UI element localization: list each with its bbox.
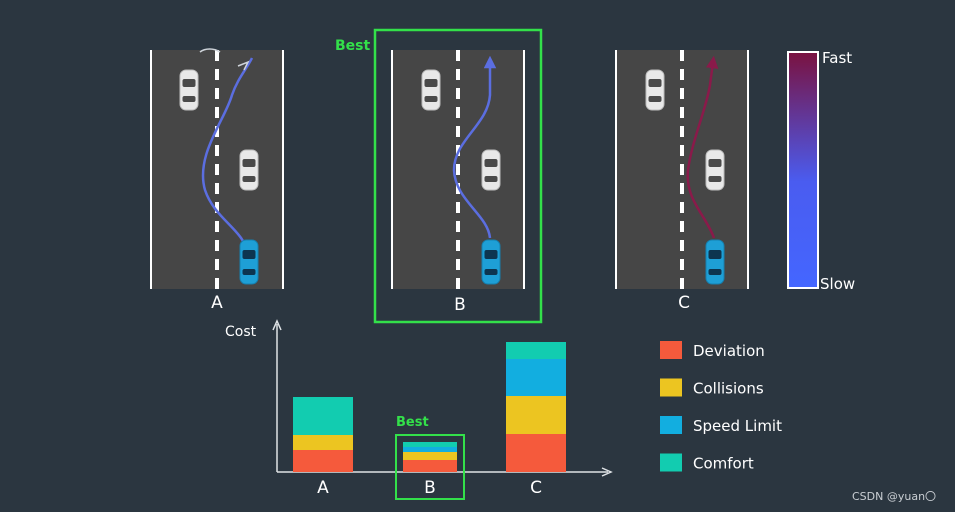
legend-swatch-comfort (660, 453, 682, 472)
trajectory-b (452, 55, 497, 239)
ego-car-icon (239, 239, 259, 285)
trajectory-c (686, 55, 719, 239)
legend-swatch-collisions (660, 378, 682, 397)
legend-label-collisions: Collisions (693, 380, 764, 398)
trajectory-a (201, 57, 254, 256)
category-label-b: B (424, 478, 436, 498)
bars-group (293, 342, 566, 472)
bar-a-collisions (293, 435, 353, 450)
x-axis-arrow-icon (601, 467, 613, 477)
scenario-label-a: A (211, 293, 223, 313)
speed-scale-slow: Slow (820, 275, 855, 293)
obstacle-car-icon (179, 69, 199, 111)
legend-label-speed-limit: Speed Limit (693, 417, 782, 435)
speed-scale-fast: Fast (822, 49, 852, 67)
speed-scale-bar (787, 51, 819, 289)
ego-car-icon (481, 239, 501, 285)
cost-chart: Cost A B C Best (225, 319, 613, 500)
legend-label-deviation: Deviation (693, 342, 765, 360)
crash-scribble (199, 48, 250, 71)
best-label-top: Best (335, 38, 370, 54)
category-label-c: C (530, 478, 542, 498)
obstacle-car-icon (481, 149, 501, 191)
watermark: CSDN @yuan〇 (852, 490, 936, 503)
bar-c-comfort (506, 342, 566, 359)
road-b (391, 50, 525, 289)
bar-b-deviation (403, 460, 457, 472)
road-c (615, 50, 749, 289)
bar-b-speed-limit (403, 447, 457, 452)
bar-a-comfort (293, 397, 353, 435)
legend-label-comfort: Comfort (693, 455, 754, 473)
scenario-label-b: B (454, 295, 466, 315)
ego-car-icon (705, 239, 725, 285)
obstacle-car-icon (421, 69, 441, 111)
category-label-a: A (317, 478, 329, 498)
bar-c-speed-limit (506, 359, 566, 396)
best-highlight-box (373, 28, 543, 324)
bar-b-comfort (403, 442, 457, 447)
legend-swatch-deviation (660, 341, 682, 359)
bar-b-collisions (403, 452, 457, 460)
bar-c-collisions (506, 396, 566, 434)
y-axis-arrow-icon (272, 319, 282, 331)
obstacle-car-icon (705, 149, 725, 191)
obstacle-car-icon (239, 149, 259, 191)
legend-swatch-speed-limit (660, 416, 682, 434)
road-a (150, 48, 284, 289)
bar-c-deviation (506, 434, 566, 472)
bar-a-deviation (293, 450, 353, 472)
y-axis-label: Cost (225, 324, 257, 340)
best-label-chart: Best (396, 415, 429, 430)
obstacle-car-icon (645, 69, 665, 111)
best-bar-highlight-box (395, 434, 465, 500)
scenario-label-c: C (678, 293, 690, 313)
